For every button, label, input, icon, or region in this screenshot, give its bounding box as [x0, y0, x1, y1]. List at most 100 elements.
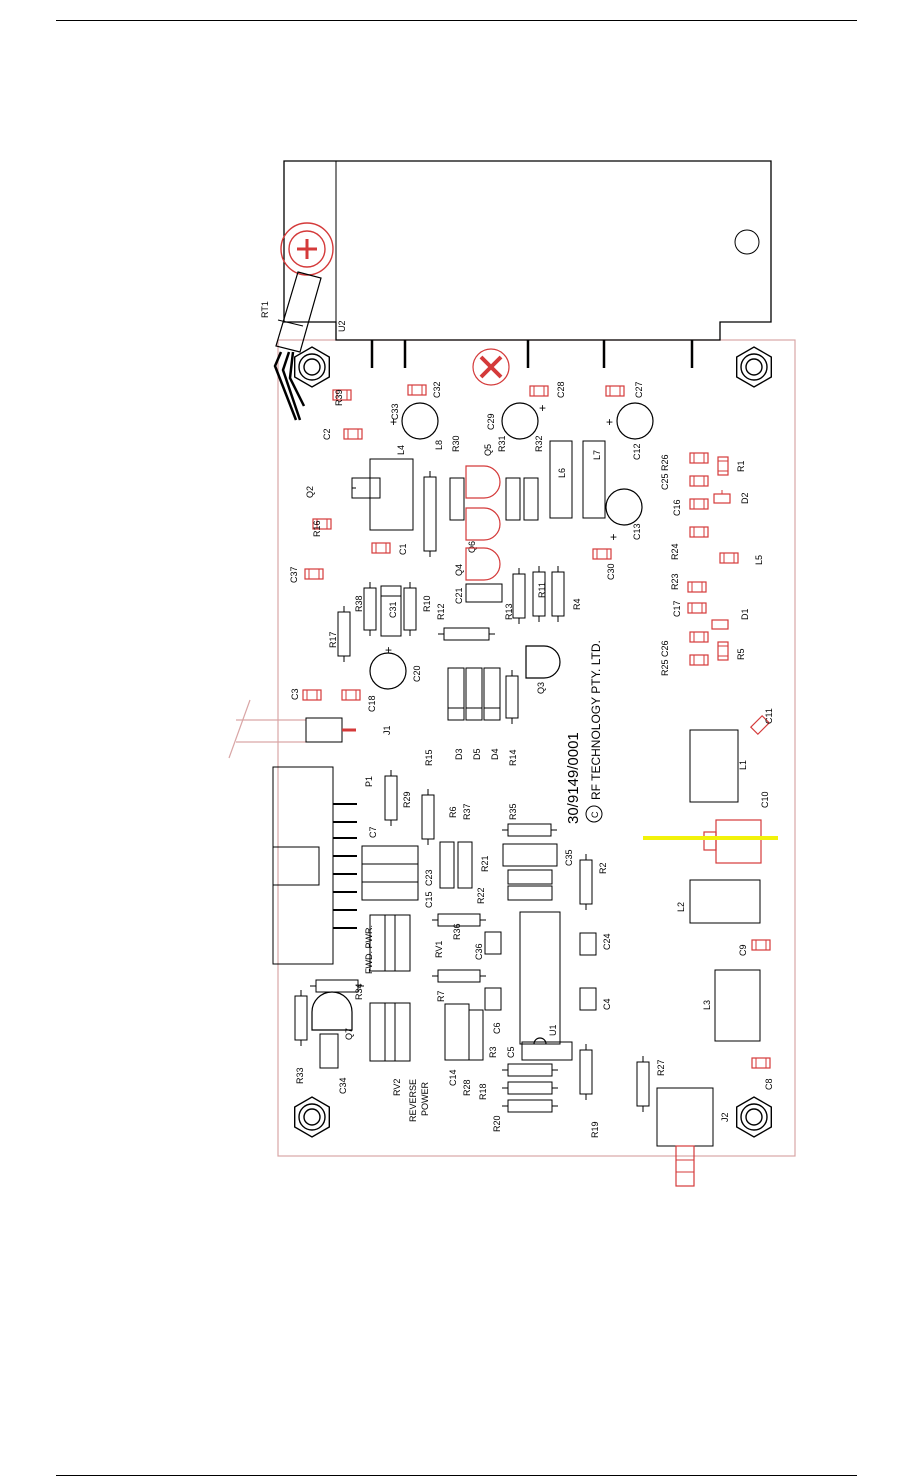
r6-resistor: [421, 794, 435, 840]
label-r3: R3: [488, 1046, 498, 1058]
label-q5: Q5: [483, 444, 493, 456]
c32-pad: [407, 384, 427, 396]
r28-resistor: [507, 1063, 553, 1077]
c26-pad: [689, 654, 709, 666]
p1-header-key: [272, 846, 320, 886]
q6-transistor: [465, 507, 501, 541]
label-r25c26: R25 C26: [660, 640, 670, 676]
r27-resistor: [636, 1061, 650, 1107]
r1-pad: [717, 456, 729, 476]
r21a-body: [439, 841, 455, 889]
j2-pin: [675, 1145, 695, 1187]
mount-hole-bottom-left-core: [303, 1108, 321, 1126]
label-c10: C10: [760, 791, 770, 808]
rt1-lead-b: [288, 351, 306, 407]
r35-resistor: [507, 823, 552, 837]
rt1-body-band: [277, 319, 304, 327]
label-u2: U2: [337, 320, 347, 332]
label-r6: R6: [448, 806, 458, 818]
tuning-mark-x2: [479, 355, 503, 379]
label-c18: C18: [367, 695, 377, 712]
c4-capacitor: [579, 987, 597, 1011]
c20-capacitor: [369, 652, 407, 690]
label-c16: C16: [672, 499, 682, 516]
label-r15: R15: [424, 749, 434, 766]
u1-notch: [533, 1037, 547, 1045]
r20-resistor: [507, 1099, 553, 1113]
label-r20: R20: [492, 1115, 502, 1132]
label-c24: C24: [602, 933, 612, 950]
copyright-symbol: C: [590, 811, 600, 818]
r2-resistor: [579, 859, 593, 905]
c17-pad: [687, 602, 707, 614]
mount-hole-top-left-core: [303, 358, 321, 376]
label-j1: J1: [382, 725, 392, 735]
r22-body: [507, 885, 553, 901]
label-r14: R14: [508, 749, 518, 766]
label-r21: R21: [480, 855, 490, 872]
label-r22: R22: [476, 887, 486, 904]
c25-pad: [689, 452, 709, 464]
label-c11: C11: [764, 708, 774, 724]
label-c2: C2: [322, 428, 332, 440]
label-r36: R36: [452, 923, 462, 940]
c12-plus: +: [606, 415, 613, 429]
label-fwdpwr: FWD. PWR.: [364, 925, 374, 974]
label-c5: C5: [506, 1046, 516, 1058]
label-r33: R33: [295, 1067, 305, 1084]
r18-resistor: [507, 1081, 553, 1095]
c29-plus: +: [539, 401, 546, 415]
label-r34: R34: [354, 983, 364, 1000]
board-part-number: 30/9149/0001: [565, 732, 582, 824]
mount-hole-bottom-left: [294, 1096, 330, 1138]
label-r29: R29: [402, 791, 412, 808]
label-r13: R13: [504, 603, 514, 620]
r21b-body: [457, 841, 473, 889]
label-r27: R27: [656, 1059, 666, 1076]
label-l7: L7: [592, 450, 602, 460]
label-d1: D1: [740, 608, 750, 620]
label-l3: L3: [702, 1000, 712, 1010]
label-c33: C33: [390, 403, 400, 420]
rt1-screw-washer: [280, 222, 334, 276]
r7-resistor: [437, 969, 481, 983]
r13-resistor: [512, 573, 526, 619]
label-r11: R11: [537, 582, 547, 598]
label-c25r26: C25 R26: [660, 454, 670, 490]
label-c28: C28: [556, 381, 566, 398]
d5-diode: [465, 667, 483, 721]
label-p1: P1: [364, 776, 374, 787]
label-r31: R31: [497, 435, 507, 452]
c37-pad: [304, 568, 324, 580]
c2-pad: [343, 428, 363, 440]
mount-hole-top-right-core: [745, 358, 763, 376]
bottom-rule: [56, 1475, 857, 1476]
c13-plus: +: [610, 530, 617, 544]
l6-inductor: [549, 440, 573, 519]
r34-resistor: [315, 979, 359, 993]
j1-connector: [305, 717, 343, 743]
label-r24: R24: [670, 543, 680, 560]
q4-transistor: [465, 547, 501, 581]
label-r38: R38: [354, 595, 364, 612]
l4-inductor: [369, 458, 414, 531]
c7-capacitor: [361, 845, 419, 865]
c10-pad: [703, 831, 717, 851]
label-c6: C6: [492, 1022, 502, 1034]
rt1-lead-a: [281, 351, 302, 421]
label-l6: L6: [557, 468, 567, 478]
c10-capacitor: [715, 819, 762, 864]
rt1-screw-head: [288, 230, 326, 268]
label-c36: C36: [474, 943, 484, 960]
c30-pad: [592, 548, 612, 560]
label-r30: R30: [451, 435, 461, 452]
label-c12: C12: [632, 443, 642, 460]
label-c34: C34: [338, 1077, 348, 1094]
label-r2: R2: [598, 862, 608, 874]
c9-pad: [751, 939, 771, 951]
mount-hole-bottom-right: [736, 1096, 772, 1138]
r14-resistor: [505, 675, 519, 719]
r4-resistor: [551, 571, 565, 617]
r31-body: [449, 477, 465, 521]
c8-pad: [751, 1057, 771, 1069]
